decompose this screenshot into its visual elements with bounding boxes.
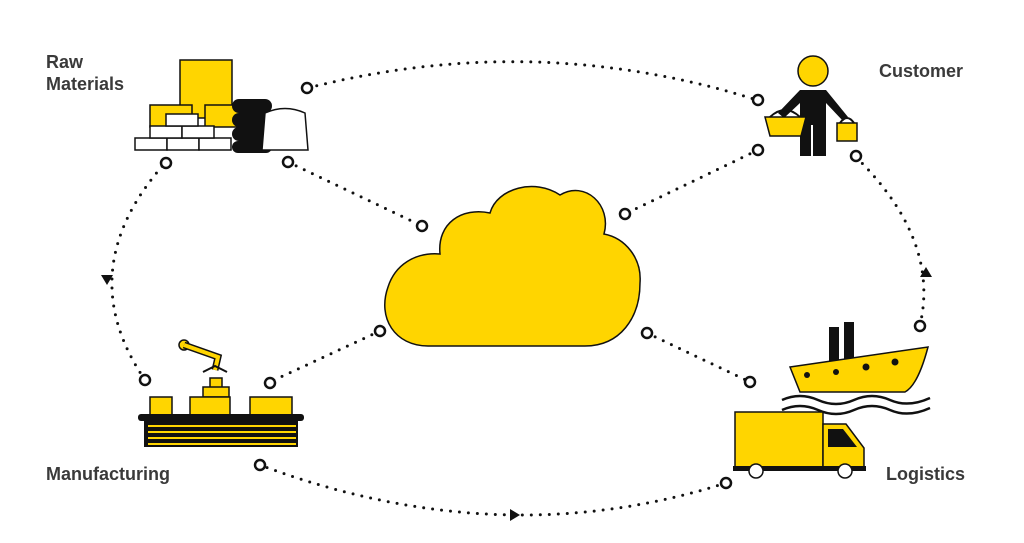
spoke-logistics bbox=[645, 331, 752, 384]
truck-icon bbox=[733, 411, 866, 479]
connector-manufacturing-to-raw bbox=[110, 161, 167, 382]
arrow-up-icon bbox=[920, 267, 932, 277]
connector-endpoints bbox=[138, 81, 927, 490]
raw-materials-icon bbox=[134, 59, 309, 153]
label-manufacturing: Manufacturing bbox=[46, 464, 170, 484]
label-raw-materials: Raw Materials bbox=[46, 51, 124, 95]
label-logistics: Logistics bbox=[886, 464, 966, 484]
spoke-raw-materials bbox=[286, 160, 424, 228]
connector-raw-to-customer bbox=[306, 60, 759, 102]
arrow-right-icon bbox=[510, 509, 520, 521]
ship-icon bbox=[781, 322, 931, 416]
spoke-manufacturing bbox=[268, 329, 382, 384]
label-customer: Customer bbox=[879, 61, 964, 81]
connector-customer-to-ship bbox=[854, 155, 926, 327]
connector-logistics-to-manufacturing bbox=[258, 463, 728, 517]
manufacturing-icon bbox=[138, 339, 304, 447]
label-raw-materials-line1: Raw bbox=[46, 52, 84, 72]
cloud-icon bbox=[384, 185, 641, 347]
customer-icon bbox=[764, 55, 858, 156]
label-raw-materials-line2: Materials bbox=[46, 74, 125, 94]
arrow-down-icon bbox=[101, 275, 113, 285]
spoke-customer bbox=[623, 148, 760, 216]
